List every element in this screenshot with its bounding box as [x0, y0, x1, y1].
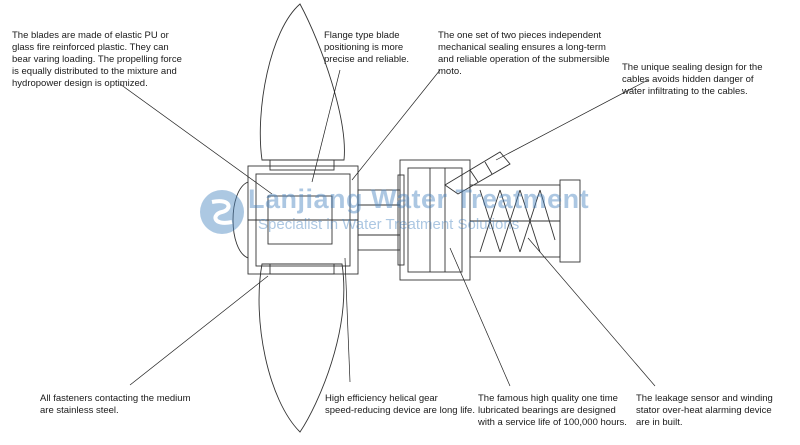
- upper-blade: [259, 3, 345, 161]
- callout-sensor: The leakage sensor and winding stator ov…: [636, 393, 773, 428]
- callout-gear: High efficiency helical gear speed-reduc…: [325, 393, 475, 416]
- lower-blade: [258, 263, 345, 433]
- watermark-title: Lanjiang Water Treatment: [248, 184, 590, 214]
- callout-fasteners: All fasteners contacting the medium are …: [40, 393, 191, 416]
- leader-blades: [119, 83, 273, 195]
- leader-sensor: [527, 237, 656, 387]
- upper-flange: [269, 159, 335, 171]
- leader-cables: [495, 79, 649, 161]
- watermark-subtitle: Specialist in Water Treatment Solutions: [258, 216, 520, 233]
- callout-blades: The blades are made of elastic PU or gla…: [12, 30, 182, 89]
- cable-gland: [444, 151, 511, 195]
- leader-gear: [344, 257, 351, 383]
- leader-flange: [311, 69, 341, 183]
- lower-flange: [269, 263, 335, 275]
- callout-sealing: The one set of two pieces independent me…: [438, 30, 610, 77]
- leader-fasteners: [129, 275, 269, 386]
- leader-sealing: [351, 69, 441, 181]
- callout-flange: Flange type blade positioning is more pr…: [324, 30, 410, 65]
- watermark-logo: [200, 190, 244, 234]
- callout-cables: The unique sealing design for the cables…: [622, 62, 763, 97]
- leader-bearings: [449, 247, 511, 387]
- callout-bearings: The famous high quality one time lubrica…: [478, 393, 627, 428]
- nose-cap: [232, 181, 249, 259]
